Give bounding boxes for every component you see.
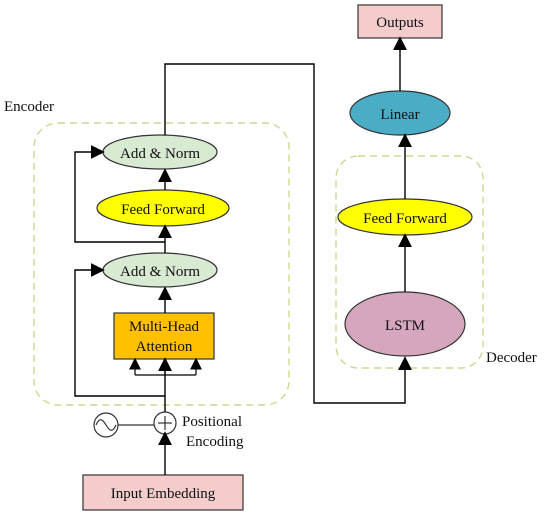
encoder-group: [33, 122, 290, 406]
decoder-group: [335, 155, 484, 369]
lstm-label: LSTM: [385, 318, 425, 334]
positional-encoding-label-line1: Positional: [182, 414, 242, 430]
decoder-feed-forward-label: Feed Forward: [363, 211, 447, 227]
encoder-to-decoder-arrow: [164, 63, 412, 404]
top-residual-arrow: [74, 145, 165, 243]
encoder-label: Encoder: [4, 99, 54, 115]
positional-encoding-label-line2: Encoding: [186, 434, 244, 450]
encoder-add-norm-top-label: Add & Norm: [120, 146, 200, 162]
input-embedding-label: Input Embedding: [111, 486, 216, 502]
bottom-residual-arrow: [74, 263, 165, 397]
sine-wave-icon: [93, 412, 119, 438]
encoder-add-norm-bottom-label: Add & Norm: [120, 264, 200, 280]
input-embedding-box: [82, 474, 244, 511]
outputs-label: Outputs: [376, 15, 424, 31]
linear-label: Linear: [380, 107, 419, 123]
circled-plus-icon: [153, 411, 177, 435]
multi-head-attention-label-line2: Attention: [136, 339, 193, 355]
encoder-feed-forward-label: Feed Forward: [121, 202, 205, 218]
multi-head-attention-box: [113, 312, 215, 360]
multi-head-attention-label-line1: Multi-Head: [129, 319, 199, 335]
decoder-label: Decoder: [486, 350, 537, 366]
